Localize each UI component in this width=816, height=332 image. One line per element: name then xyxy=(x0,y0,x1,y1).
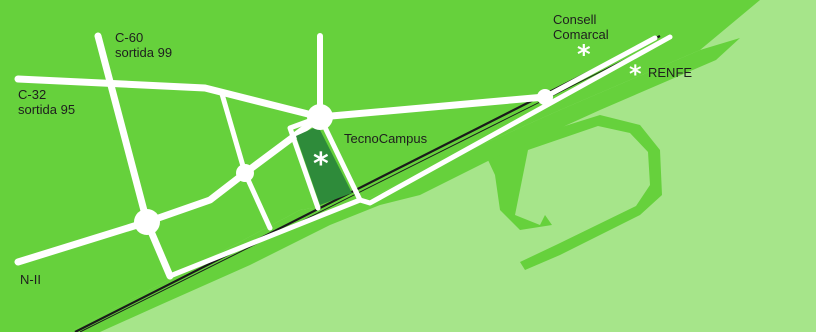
road-east xyxy=(316,93,549,121)
road-c60 xyxy=(94,32,174,280)
roundabout-east xyxy=(537,89,553,105)
label-c60: C-60 sortida 99 xyxy=(115,30,172,60)
asterisk-icon: * xyxy=(629,60,642,88)
label-renfe: RENFE xyxy=(648,65,693,80)
roundabout-n2 xyxy=(134,209,160,235)
roundabout-inner xyxy=(236,164,254,182)
coastal-road xyxy=(167,34,673,279)
label-c32-line2: sortida 95 xyxy=(18,102,76,117)
road-c32 xyxy=(14,75,324,121)
label-c32-line1: C-32 xyxy=(18,87,47,102)
asterisk-icon: * xyxy=(313,147,329,182)
road-inner-3 xyxy=(317,114,363,203)
road-network xyxy=(14,32,673,280)
label-tecnocampus: TecnoCampus xyxy=(344,131,428,146)
label-n2: N-II xyxy=(20,272,41,287)
tecnocampus-area xyxy=(296,126,352,205)
label-consell-comarcal: Consell Comarcal xyxy=(553,12,609,42)
road-n2 xyxy=(14,113,324,266)
label-c60-line1: C-60 xyxy=(115,30,144,45)
roundabout-tecnocampus xyxy=(307,104,333,130)
label-consell-line1: Consell xyxy=(553,12,597,27)
label-consell-line2: Comarcal xyxy=(553,27,609,42)
label-c32: C-32 sortida 95 xyxy=(18,87,75,117)
label-c60-line2: sortida 99 xyxy=(115,45,173,60)
coastal-road-north xyxy=(542,35,658,100)
asterisk-icon: * xyxy=(577,40,591,70)
harbour-breakwater xyxy=(488,115,662,270)
